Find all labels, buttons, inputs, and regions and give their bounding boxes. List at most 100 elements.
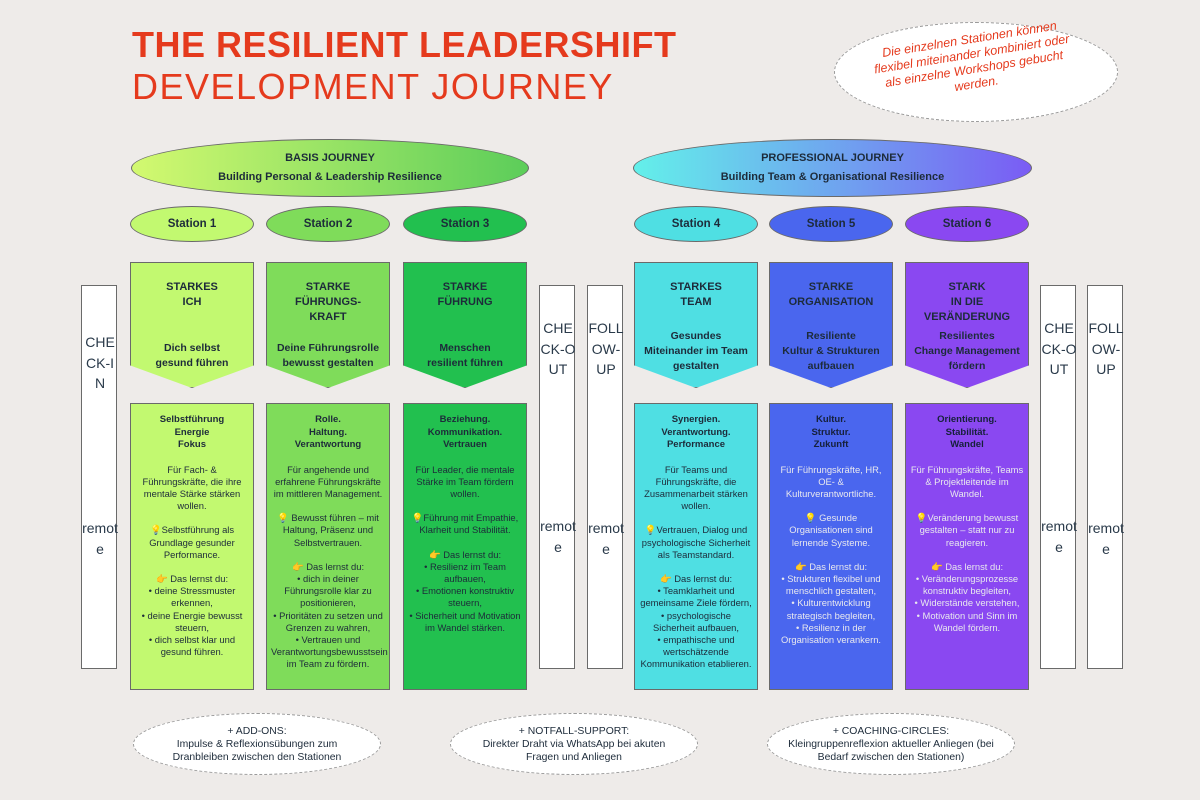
- card-learn-title: 👉 Das lernst du:: [155, 572, 229, 584]
- card-intro: Für Führungskräfte, HR, OE- & Kulturvera…: [780, 463, 882, 499]
- station-label-3: Station 3: [403, 206, 527, 242]
- journey-title: PROFESSIONAL JOURNEY: [761, 152, 904, 164]
- station-heading-line: FÜHRUNGS-: [295, 296, 361, 308]
- addon-text: Kleingruppenreflexion aktueller Anliegen…: [788, 738, 994, 763]
- card-learn-item: • Sicherheit und Motivation im Wandel st…: [409, 609, 521, 633]
- emergency-support-bubble: + NOTFALL-SUPPORT: Direkter Draht via Wh…: [450, 713, 698, 775]
- card-heading-line: Performance: [666, 439, 726, 450]
- check-out-label: CHECK-OUT: [1041, 320, 1077, 378]
- card-learn-item: • Widerstände verstehen,: [914, 597, 1020, 609]
- info-note-bubble: [834, 22, 1118, 122]
- card-learn-item: • deine Energie bewusst steuern,: [141, 609, 243, 633]
- check-out-mode: remote: [540, 518, 576, 555]
- basis-journey-banner: BASIS JOURNEY Building Personal & Leader…: [131, 139, 529, 197]
- card-heading: Kultur.Struktur.Zukunft: [774, 414, 888, 452]
- card-heading-line: Rolle.: [315, 414, 341, 425]
- station-heading-line: ORGANISATION: [788, 296, 874, 308]
- station-heading-line: FÜHRUNG: [437, 296, 493, 308]
- card-learn-item: • deine Stressmuster erkennen,: [148, 585, 236, 609]
- station-subheading-line: bewusst gestalten: [282, 357, 374, 369]
- station-heading-line: KRAFT: [309, 311, 347, 323]
- addon-bubble: + ADD-ONS: Impulse & Reflexionsübungen z…: [133, 713, 381, 775]
- addon-text: Direkter Draht via WhatsApp bei akuten F…: [482, 738, 666, 763]
- journey-title: BASIS JOURNEY: [285, 152, 375, 164]
- station-subheading-line: Deine Führungsrolle: [276, 342, 380, 354]
- addon-title: + NOTFALL-SUPPORT:: [518, 725, 630, 737]
- card-learn-title: 👉 Das lernst du:: [291, 560, 365, 572]
- card-learn-item: • Emotionen konstruktiv steuern,: [415, 585, 515, 609]
- station-subheading: Deine Führungsrolle bewusst gestalten: [267, 341, 389, 371]
- check-out-label: CHECK-OUT: [540, 320, 576, 378]
- station-label-6: Station 6: [905, 206, 1029, 242]
- card-heading-line: Verantwortung: [294, 439, 362, 450]
- card-heading-line: Vertrauen: [443, 439, 487, 450]
- card-intro: Für angehende und erfahrene Führungskräf…: [273, 463, 383, 499]
- card-heading-line: Beziehung.: [439, 414, 491, 425]
- card-heading-line: Synergien.: [671, 414, 721, 425]
- professional-journey-banner: PROFESSIONAL JOURNEY Building Team & Org…: [633, 139, 1032, 197]
- station-subheading: Dich selbst gesund führen: [131, 341, 253, 371]
- card-heading-line: Verantwortung.: [661, 426, 731, 438]
- addon-title: + COACHING-CIRCLES:: [832, 725, 950, 737]
- check-out-mode: remote: [1041, 518, 1077, 555]
- station-label-5: Station 5: [769, 206, 893, 242]
- card-highlight: 💡 Bewusst führen – mit Haltung, Präsenz …: [277, 512, 379, 548]
- card-heading-line: Wandel: [950, 439, 984, 450]
- station-heading-line: STARKE: [442, 281, 488, 293]
- card-learn-item: • Motivation und Sinn im Wandel fördern.: [916, 609, 1018, 633]
- card-learn-item: • Resilienz im Team aufbauen,: [424, 560, 506, 584]
- card-learn-list: 👉 Das lernst du:• Strukturen flexibel un…: [774, 561, 888, 646]
- follow-up-label: FOLLOW-UP: [588, 320, 624, 378]
- station-heading-line: STARKES: [166, 281, 218, 293]
- station-subheading-line: Dich selbst: [163, 342, 221, 354]
- card-learn-title: 👉 Das lernst du:: [794, 560, 868, 572]
- station-heading-line: VERÄNDERUNG: [923, 311, 1011, 323]
- station-subheading-line: Resilientes: [939, 330, 995, 342]
- page-title: THE RESILIENT LEADERSHIFT: [132, 24, 677, 65]
- card-learn-list: 👉 Das lernst du:• Resilienz im Team aufb…: [408, 549, 522, 634]
- card-learn-item: • Strukturen flexibel und menschlich ges…: [781, 572, 881, 597]
- card-learn-list: 👉 Das lernst du:• deine Stressmuster erk…: [135, 573, 249, 658]
- card-heading-line: Orientierung.: [937, 414, 997, 425]
- station-subheading: Menschen resilient führen: [404, 341, 526, 371]
- station-subheading-line: gesund führen: [155, 357, 229, 369]
- check-in-mode: remote: [82, 520, 118, 557]
- follow-up-box-basis: FOLLOW-UP remote: [587, 285, 624, 669]
- station-heading-line: ICH: [182, 296, 202, 308]
- station-subheading-line: Menschen: [439, 342, 491, 354]
- station-label-2: Station 2: [266, 206, 390, 242]
- station-subheading-line: Gesundes: [670, 330, 722, 342]
- check-out-box-basis: CHECK-OUT remote: [539, 285, 576, 669]
- card-intro: Für Führungskräfte, Teams & Projektleite…: [910, 463, 1024, 499]
- station-heading-line: STARKE: [808, 281, 854, 293]
- card-heading-line: Haltung.: [309, 426, 347, 438]
- station-subheading-line: resilient führen: [427, 357, 503, 369]
- card-heading-line: Stabilität.: [945, 426, 989, 438]
- addon-text: Impulse & Reflexionsübungen zum Dranblei…: [172, 738, 342, 763]
- station-subheading-line: Miteinander im Team: [644, 345, 748, 357]
- card-heading: Rolle.Haltung.Verantwortung: [271, 414, 385, 452]
- journey-subtitle: Building Team & Organisational Resilienc…: [720, 171, 945, 183]
- card-learn-item: • psychologische Sicherheit aufbauen,: [652, 609, 739, 633]
- page-subtitle: DEVELOPMENT JOURNEY: [132, 66, 614, 107]
- journey-subtitle: Building Personal & Leadership Resilienc…: [218, 171, 442, 183]
- follow-up-mode: remote: [1088, 520, 1124, 557]
- card-highlight: 💡 Gesunde Organisationen sind lernende S…: [789, 512, 873, 548]
- follow-up-label: FOLLOW-UP: [1088, 320, 1124, 378]
- card-heading-line: Kommunikation.: [427, 426, 503, 438]
- card-highlight: 💡Vertrauen, Dialog und psychologische Si…: [641, 524, 751, 560]
- card-learn-item: • Prioritäten zu setzen und Grenzen zu w…: [273, 609, 383, 633]
- card-learn-title: 👉 Das lernst du:: [930, 560, 1004, 572]
- station-heading: STARKE FÜHRUNG: [404, 280, 526, 310]
- check-in-label: CHECK-IN: [85, 334, 115, 392]
- card-learn-list: 👉 Das lernst du:• Veränderungsprozesse k…: [910, 561, 1024, 634]
